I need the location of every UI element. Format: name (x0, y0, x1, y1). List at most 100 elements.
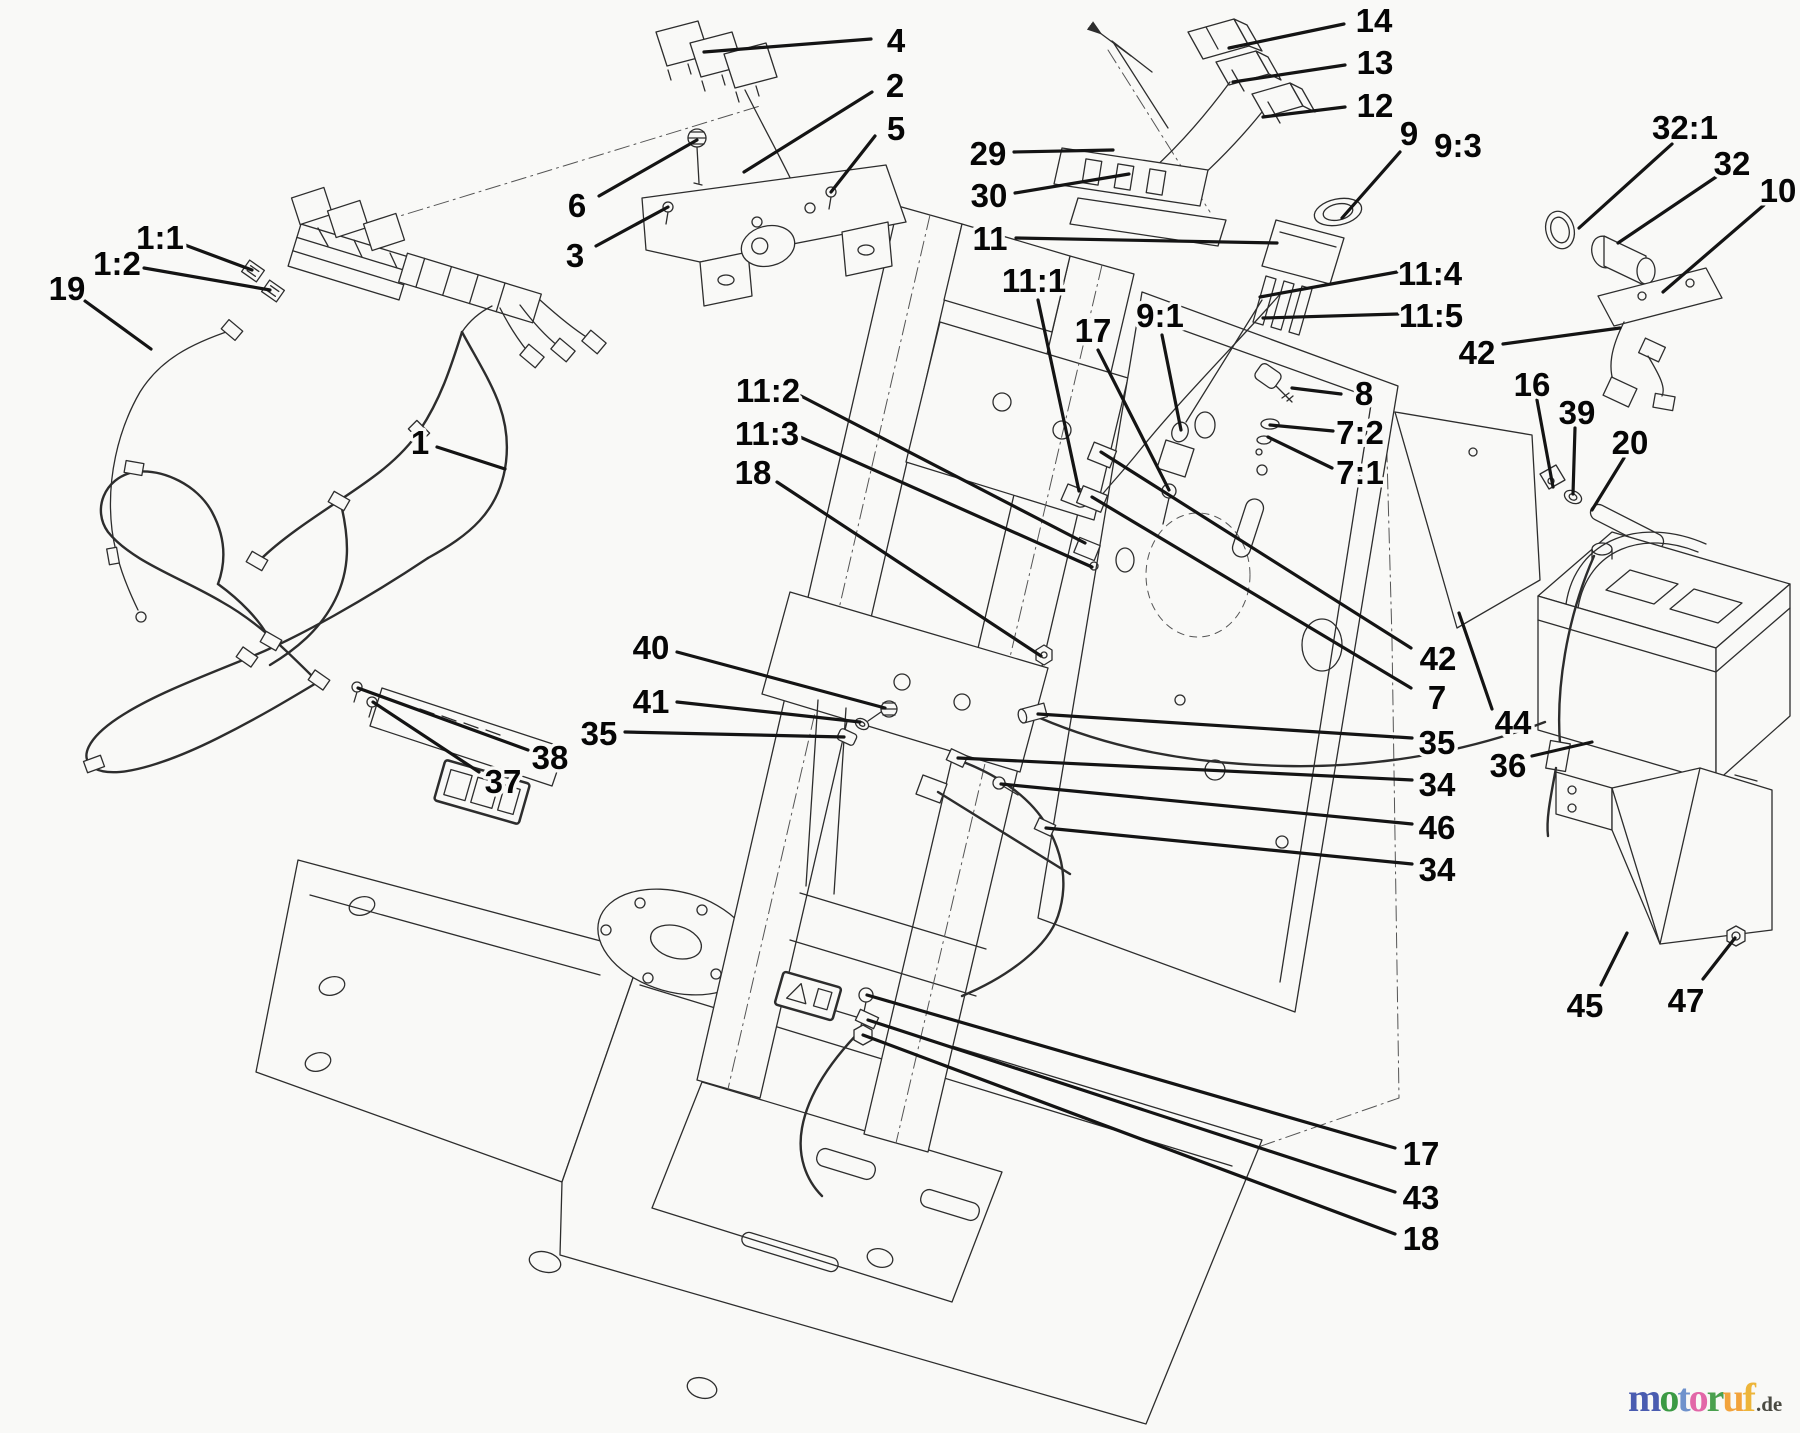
callout-11-1: 11:1 (1002, 262, 1066, 299)
callout-38: 38 (532, 739, 569, 776)
leader-line-47 (1701, 936, 1737, 981)
leader-line-37 (371, 700, 481, 774)
callout-7-1: 7:1 (1336, 454, 1384, 491)
battery (1537, 531, 1791, 838)
key-switch-assembly (1544, 210, 1723, 412)
callout-9-3: 9:3 (1434, 127, 1482, 164)
callout-1: 1 (411, 424, 429, 461)
leader-line-16 (1535, 398, 1555, 489)
leader-line-29 (1012, 148, 1115, 154)
callout-37: 37 (485, 763, 522, 800)
battery-tray (1555, 767, 1773, 945)
leader-line-11-5 (1261, 312, 1400, 320)
callout-5: 5 (887, 110, 905, 147)
leader-line-1-1 (183, 243, 254, 272)
leader-line-17-2 (865, 993, 1397, 1150)
leader-line-32 (1616, 175, 1718, 245)
leader-line-9-1 (1160, 333, 1183, 432)
leader-line-35-2 (1036, 712, 1414, 740)
callout-4: 4 (887, 22, 906, 59)
leader-line-11-1 (1036, 298, 1081, 493)
callout-39: 39 (1559, 394, 1596, 431)
callout-34-2: 34 (1419, 851, 1456, 888)
logo-letter-0: m (1628, 1375, 1661, 1420)
callout-42: 42 (1459, 334, 1496, 371)
callout-42-2: 42 (1420, 640, 1457, 677)
callout-20: 20 (1612, 424, 1649, 461)
callout-11-3: 11:3 (735, 415, 799, 452)
logo-letter-1: o (1659, 1375, 1679, 1420)
leader-line-6 (597, 138, 699, 198)
wire-harness (82, 186, 607, 774)
leader-line-7-1 (1266, 435, 1334, 470)
logo-letter-6: f (1742, 1375, 1756, 1420)
callout-18-2: 18 (1403, 1220, 1440, 1257)
switch-cluster (1086, 18, 1316, 193)
callout-2: 2 (886, 67, 904, 104)
warning-decals (433, 759, 843, 1022)
leader-line-42-2 (1099, 450, 1413, 650)
callout-14: 14 (1356, 2, 1393, 39)
access-panel (1394, 411, 1541, 629)
leader-line-7-2 (1268, 423, 1335, 433)
callout-1-1: 1:1 (136, 219, 184, 256)
leader-line-5 (829, 134, 877, 194)
leader-line-18 (775, 480, 1043, 658)
leader-line-36 (1530, 740, 1594, 758)
callout-17: 17 (1075, 312, 1112, 349)
leader-line-8 (1290, 386, 1343, 396)
leader-line-35 (623, 730, 846, 739)
leader-line-9 (1340, 150, 1402, 220)
logo-letter-4: r (1706, 1375, 1725, 1420)
leader-line-19 (83, 299, 153, 351)
callout-29: 29 (970, 135, 1007, 172)
callout-19: 19 (49, 270, 86, 307)
leader-line-11-2 (799, 394, 1087, 545)
callout-11-5: 11:5 (1399, 297, 1463, 334)
leader-line-2 (742, 90, 874, 174)
console-panel (1037, 291, 1399, 1013)
callout-9-1: 9:1 (1136, 297, 1184, 334)
logo-suffix: .de (1756, 1392, 1783, 1416)
bolt-icon (687, 128, 707, 186)
logo-letter-3: o (1688, 1375, 1709, 1420)
leader-line-38 (356, 686, 530, 752)
construction-lines (304, 49, 1400, 1169)
callout-12: 12 (1357, 87, 1394, 124)
leader-line-18-2 (861, 1033, 1397, 1236)
fuse-block (1053, 147, 1227, 247)
callout-44: 44 (1495, 704, 1532, 741)
callout-36: 36 (1490, 747, 1527, 784)
leader-line-44 (1457, 611, 1494, 711)
callout-10: 10 (1760, 172, 1797, 209)
callout-40: 40 (633, 629, 670, 666)
callout-7: 7 (1428, 679, 1446, 716)
leader-line-10 (1661, 203, 1766, 294)
callout-1-2: 1:2 (93, 245, 141, 282)
callout-13: 13 (1357, 44, 1394, 81)
callout-11-2: 11:2 (736, 372, 800, 409)
leader-line-40 (675, 650, 887, 710)
leader-line-4 (702, 37, 873, 54)
leader-line-17 (1096, 348, 1171, 492)
leader-line-14 (1227, 22, 1346, 50)
callout-47: 47 (1668, 982, 1705, 1019)
callout-43: 43 (1403, 1179, 1440, 1216)
leader-line-46 (999, 782, 1414, 826)
logo-letter-5: u (1722, 1375, 1744, 1420)
callout-7-2: 7:2 (1336, 414, 1384, 451)
callout-6: 6 (568, 187, 586, 224)
leader-line-11 (1014, 236, 1279, 245)
callout-18: 18 (735, 454, 772, 491)
leader-line-45 (1599, 931, 1629, 987)
leader-line-32-1 (1577, 142, 1674, 230)
leader-line-13 (1231, 63, 1347, 84)
callout-46: 46 (1419, 809, 1456, 846)
gauge-bezel (1313, 197, 1363, 227)
callout-35: 35 (581, 715, 618, 752)
